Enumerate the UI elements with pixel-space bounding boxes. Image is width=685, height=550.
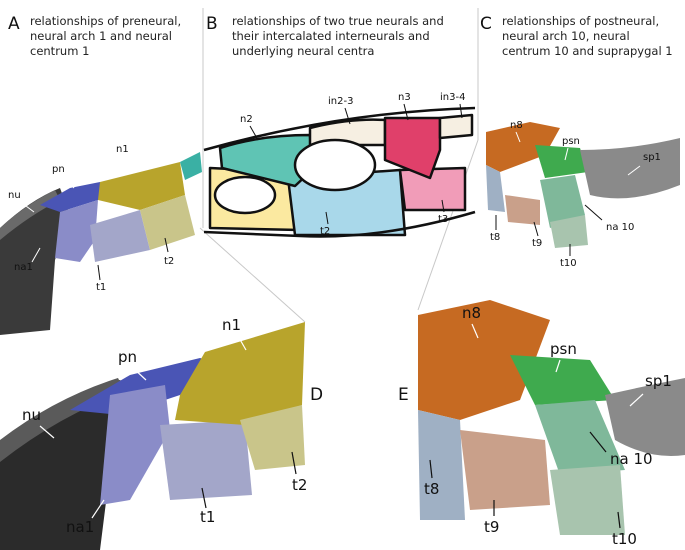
panel-a-model: [0, 152, 202, 335]
e-centrum-9: [460, 430, 550, 510]
c-label-t10: t10: [560, 258, 577, 269]
d-label-na1: na1: [66, 518, 94, 536]
c-label-n8: n8: [510, 120, 523, 131]
d-centrum-1: [160, 420, 252, 500]
e-label-n8: n8: [462, 304, 481, 322]
e-label-sp1: sp1: [645, 372, 672, 390]
a-tick-n1: [126, 156, 132, 170]
b-label-n2: n2: [240, 114, 253, 125]
a-tick-t1: [98, 265, 100, 280]
zoom-line-a: [200, 228, 305, 322]
b-label-t2: t2: [320, 226, 330, 237]
a-centrum-1: [90, 210, 150, 262]
c-label-sp1: sp1: [643, 152, 661, 163]
panel-c-model: [486, 122, 680, 248]
d-neural-arch-1: [100, 385, 170, 505]
d-label-pn: pn: [118, 348, 137, 366]
d-label-n1: n1: [222, 316, 241, 334]
d-label-nu: nu: [22, 406, 41, 424]
d-label-t2: t2: [292, 476, 307, 494]
b-neural-n3: [385, 118, 440, 178]
panel-e-model: [418, 300, 685, 535]
b-arch-opening-1: [295, 140, 375, 190]
e-centrum-10: [550, 465, 625, 535]
a-neural-2: [180, 152, 202, 180]
c-tick-na10: [585, 205, 602, 220]
a-label-pn: pn: [52, 164, 65, 175]
b-label-n3: n3: [398, 92, 411, 103]
e-label-t8: t8: [424, 480, 439, 498]
a-label-nu: nu: [8, 190, 21, 201]
c-centrum-9: [505, 195, 540, 225]
c-suprapygal-1: [580, 138, 680, 198]
e-centrum-8: [418, 410, 465, 520]
c-postneural: [535, 145, 588, 178]
e-label-t9: t9: [484, 518, 499, 536]
a-label-n1: n1: [116, 144, 129, 155]
e-postneural: [510, 355, 615, 405]
c-label-t9: t9: [532, 238, 542, 249]
c-label-t8: t8: [490, 232, 500, 243]
e-label-na10: na 10: [610, 450, 653, 468]
a-label-t2: t2: [164, 256, 174, 267]
d-label-t1: t1: [200, 508, 215, 526]
c-centrum-8: [486, 165, 505, 212]
a-tick-pn: [64, 176, 74, 188]
c-label-na10: na 10: [606, 222, 634, 233]
a-label-t1: t1: [96, 282, 106, 293]
c-label-psn: psn: [562, 136, 580, 147]
b-interneural-34: [440, 115, 472, 138]
b-label-in34: in3-4: [440, 92, 465, 103]
panel-b-schematic: [204, 108, 475, 237]
e-label-psn: psn: [550, 340, 577, 358]
e-label-t10: t10: [612, 530, 637, 548]
a-label-na1: na1: [14, 262, 33, 273]
panel-d-model: [0, 322, 305, 550]
b-arch-opening-2: [215, 177, 275, 213]
b-label-t3: t3: [438, 214, 448, 225]
b-label-in23: in2-3: [328, 96, 353, 107]
